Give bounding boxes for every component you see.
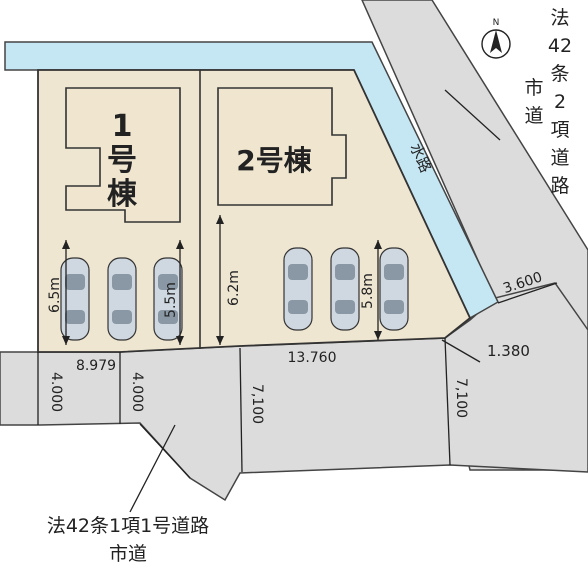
- dimension-lines: [37, 89, 558, 513]
- lot1-parking-depth: 6.5m: [47, 277, 63, 313]
- svg-text:42: 42: [548, 35, 572, 57]
- lot1-label-line2: 号: [107, 143, 137, 178]
- lot2-parking-depth-2: 5.8m: [360, 273, 376, 309]
- svg-text:道: 道: [550, 147, 569, 169]
- svg-text:市: 市: [524, 77, 543, 99]
- lot1-label-line3: 棟: [107, 177, 138, 212]
- lot2-frontage: 13.760: [288, 350, 337, 366]
- lot1-label-line1: 1: [112, 109, 133, 144]
- parked-car-icon: [153, 257, 183, 341]
- parked-car-icon: [283, 247, 313, 331]
- parked-car-icon: [330, 247, 360, 331]
- parked-car-icon: [379, 247, 409, 331]
- compass-label: N: [493, 18, 500, 28]
- building-1: [65, 87, 181, 223]
- south-road-width-right-a: 7,100: [249, 384, 265, 424]
- south-road-width-mid: 4.000: [129, 372, 145, 412]
- parked-car-icon: [107, 257, 137, 341]
- svg-text:条: 条: [550, 63, 569, 85]
- building-2: [217, 87, 347, 206]
- dimension-arrows: [62, 215, 382, 345]
- south-road-width-right-b: 7,100: [453, 378, 469, 418]
- compass-icon: [481, 29, 511, 59]
- south-road-label-line1: 法42条1項1号道路: [47, 515, 209, 537]
- corner-cut: 1.380: [487, 342, 530, 360]
- svg-text:項: 項: [550, 119, 569, 141]
- lot1-parking-depth-2: 5.5m: [163, 282, 179, 318]
- svg-text:道: 道: [524, 105, 543, 127]
- parked-car-icon: [60, 257, 90, 341]
- svg-text:路: 路: [550, 175, 569, 197]
- south-road-width-left: 4.000: [48, 372, 64, 412]
- lot2-label: 2号棟: [236, 144, 312, 177]
- south-road-label-line2: 市道: [109, 543, 147, 565]
- lot1-frontage: 8.979: [76, 358, 116, 374]
- lot2-parking-depth: 6.2m: [226, 270, 242, 306]
- east-road-label: 法 42 条 2 項 道 路 市 道: [524, 7, 572, 197]
- svg-text:2: 2: [554, 91, 566, 113]
- parking-cars: [60, 247, 409, 341]
- svg-text:法: 法: [550, 7, 569, 29]
